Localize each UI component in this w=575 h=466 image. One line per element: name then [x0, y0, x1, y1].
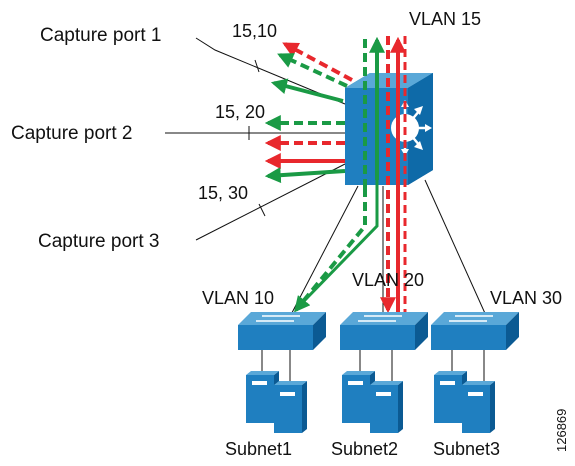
vlan15-red-flow — [380, 36, 407, 315]
vlan15-green-flow — [363, 36, 385, 188]
uplink-subnet3 — [424, 179, 489, 321]
workgroup-switch-icon — [340, 312, 428, 350]
port2-vlans-label: 15, 20 — [215, 102, 266, 122]
subnet3-label: Subnet3 — [433, 439, 501, 459]
vlan10-green-flow — [293, 180, 379, 313]
capture-port-3-line — [195, 163, 346, 241]
capture-port-2-label: Capture port 2 — [11, 123, 133, 144]
vlan30-label: VLAN 30 — [490, 288, 563, 308]
subnet2-label: Subnet2 — [331, 439, 399, 459]
uplinks — [282, 179, 489, 331]
vlan15-label: VLAN 15 — [409, 9, 482, 29]
port3-vlans-label: 15, 30 — [198, 183, 249, 203]
subnet1-label: Subnet1 — [225, 439, 293, 459]
port1-vlans-label: 15,10 — [232, 21, 278, 41]
figure-id-label: 126869 — [554, 408, 569, 452]
capture-port-1-line — [195, 37, 346, 105]
server-icon — [246, 371, 495, 433]
workgroup-switch-icon — [238, 312, 326, 350]
capture-port-1-label: Capture port 1 — [40, 25, 162, 46]
capture-port-3-label: Capture port 3 — [38, 231, 160, 252]
vlan20-label: VLAN 20 — [352, 270, 425, 290]
server-links — [261, 350, 485, 385]
capture-flows — [264, 42, 353, 184]
workgroup-switch-icon — [431, 312, 519, 350]
capture-port-lines — [165, 37, 346, 241]
vlan10-label: VLAN 10 — [202, 288, 275, 308]
